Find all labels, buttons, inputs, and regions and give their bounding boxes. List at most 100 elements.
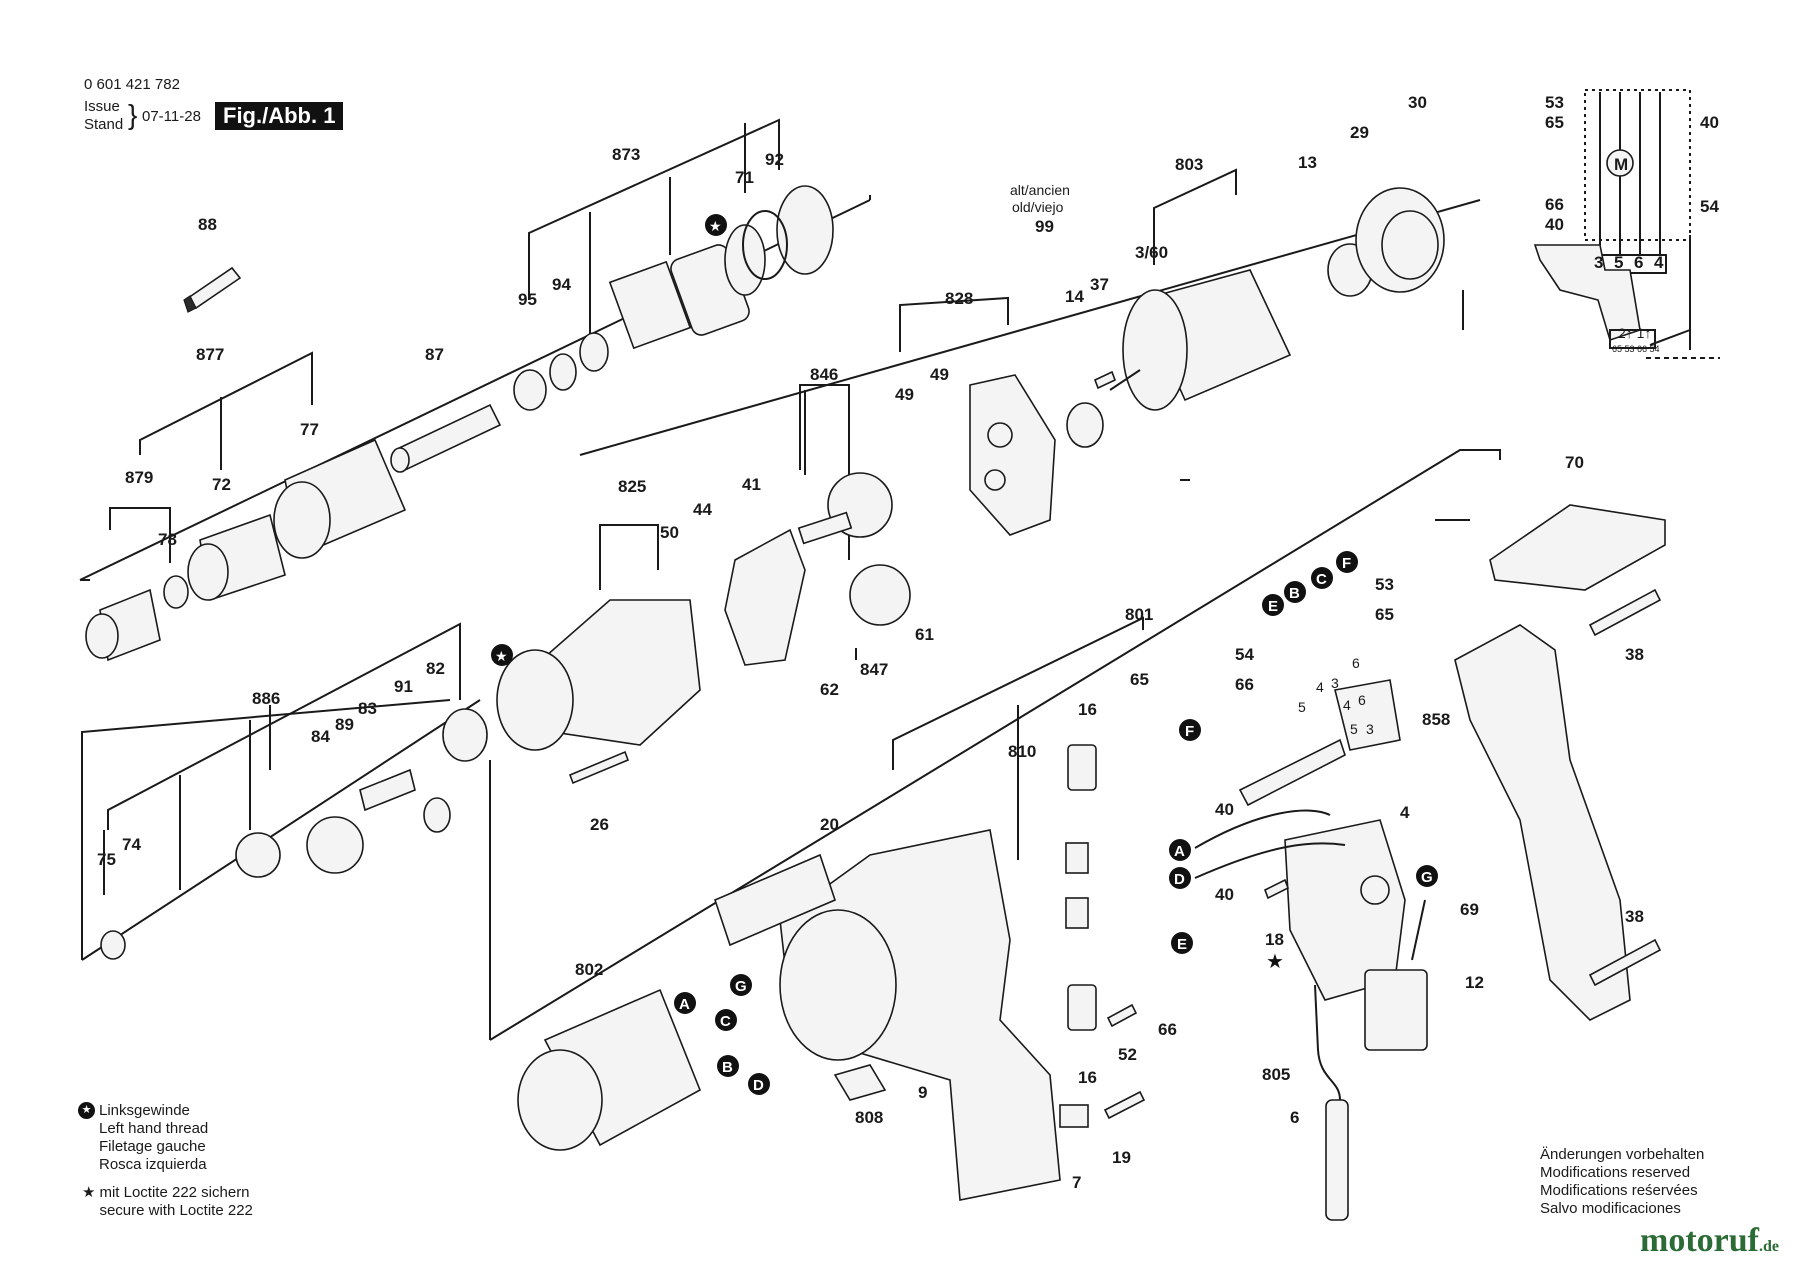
figure-label: Fig./Abb. 1 — [215, 102, 344, 130]
clip-7 — [1059, 1104, 1089, 1128]
wire-69 — [1411, 899, 1426, 961]
marker-g-2: G — [1416, 865, 1438, 887]
label-94: 94 — [552, 275, 571, 294]
label-40-diagram-bottom: 40 — [1545, 215, 1564, 234]
label-802: 802 — [575, 960, 603, 979]
note-de: Änderungen vorbehalten — [1540, 1146, 1705, 1163]
note-fr: Modifications reśervées — [1540, 1182, 1698, 1199]
screw-19 — [1103, 1090, 1146, 1120]
label-18: 18 — [1265, 930, 1284, 949]
wire-markers: A G C B D F E A D G E B C F — [674, 551, 1438, 1095]
label-66b: 66 — [1158, 1020, 1177, 1039]
spacer-95 — [513, 369, 547, 411]
label-77: 77 — [300, 420, 319, 439]
ring-92 — [776, 185, 834, 275]
label-41: 41 — [742, 475, 761, 494]
label-879: 879 — [125, 468, 153, 487]
label-40a: 40 — [1215, 800, 1234, 819]
screw-26 — [568, 750, 630, 785]
alt-label-line2: old/viejo — [1012, 199, 1064, 215]
label-26: 26 — [590, 815, 609, 834]
part-number: 0 601 421 782 — [84, 76, 180, 93]
marker-a-1: A — [674, 992, 696, 1014]
label-825: 825 — [618, 477, 646, 496]
label-74: 74 — [122, 835, 141, 854]
svg-text:C: C — [720, 1013, 731, 1030]
label-40b: 40 — [1215, 885, 1234, 904]
side-handle — [1454, 624, 1631, 1021]
label-877: 877 — [196, 345, 224, 364]
label-16a: 16 — [1078, 700, 1097, 719]
sleeve-77 — [273, 438, 407, 559]
label-terminal-6a: 6 — [1352, 655, 1360, 671]
legend-left-thread-es: Rosca izquierda — [99, 1156, 207, 1173]
marker-c-2: C — [1311, 567, 1333, 589]
legend-left-thread-de: Linksgewinde — [99, 1102, 190, 1119]
svg-text:A: A — [679, 996, 690, 1013]
svg-text:C: C — [1316, 571, 1327, 588]
marker-d-1: D — [748, 1073, 770, 1095]
wires-40 — [1194, 809, 1346, 879]
label-terminal-3b: 3 — [1366, 721, 1374, 737]
legend-loctite-de: mit Loctite 222 sichern — [99, 1184, 250, 1201]
svg-text:B: B — [1289, 585, 1300, 602]
label-99: 99 — [1035, 217, 1054, 236]
label-4: 4 — [1400, 803, 1410, 822]
label-3-60: 3/60 — [1135, 243, 1168, 262]
svg-text:A: A — [1174, 843, 1185, 860]
label-62: 62 — [820, 680, 839, 699]
label-808: 808 — [855, 1108, 883, 1127]
legend-left-thread-en: Left hand thread — [99, 1120, 209, 1137]
part-number-labels: 88 873 71 92 95 94 87 877 77 879 72 78 8… — [97, 93, 1719, 1192]
label-65b: 65 — [1375, 605, 1394, 624]
label-terminal-6b: 6 — [1358, 692, 1366, 708]
gears-846-847 — [797, 472, 911, 626]
plate-808 — [833, 1064, 887, 1101]
label-29: 29 — [1350, 123, 1369, 142]
label-84: 84 — [311, 727, 330, 746]
label-810: 810 — [1008, 742, 1036, 761]
label-37: 37 — [1090, 275, 1109, 294]
label-886: 886 — [252, 689, 280, 708]
label-805: 805 — [1262, 1065, 1290, 1084]
label-70: 70 — [1565, 453, 1584, 472]
label-terminal-4b: 4 — [1343, 697, 1351, 713]
label-801: 801 — [1125, 605, 1153, 624]
left-thread-legend: ★ Linksgewinde Left hand thread Filetage… — [78, 1102, 208, 1174]
terminal-6: 6 — [1634, 253, 1643, 272]
marker-a-2: A — [1169, 839, 1191, 861]
loctite-star-18: ★ — [1266, 951, 1284, 973]
label-846: 846 — [810, 365, 838, 384]
label-65-diagram: 65 — [1545, 113, 1564, 132]
left-thread-icon: ★ — [78, 1102, 95, 1119]
label-40-diagram-top: 40 — [1700, 113, 1719, 132]
bearing-holder-29 — [1355, 187, 1445, 293]
issue-bracket: } — [128, 99, 138, 130]
field-802 — [517, 988, 702, 1151]
label-66-diagram: 66 — [1545, 195, 1564, 214]
bearing-14 — [1066, 402, 1104, 448]
marker-b-1: B — [717, 1055, 739, 1077]
switch-858 — [1238, 679, 1401, 807]
motor-symbol: M — [1614, 155, 1628, 174]
screw-38-bottom — [1588, 938, 1662, 987]
wiring-schematic — [1533, 89, 1720, 359]
svg-text:E: E — [1268, 598, 1278, 615]
brush-parts — [1065, 744, 1097, 1031]
plate-20 — [714, 853, 836, 947]
label-44: 44 — [693, 500, 712, 519]
label-12: 12 — [1465, 973, 1484, 992]
issue-date: 07-11-28 — [142, 108, 201, 125]
terminal-3: 3 — [1594, 253, 1603, 272]
label-847: 847 — [860, 660, 888, 679]
issue-label: Issue Stand — [84, 98, 123, 134]
marker-e-1: E — [1171, 932, 1193, 954]
svg-text:D: D — [753, 1077, 764, 1094]
legend-loctite-en: secure with Loctite 222 — [99, 1202, 253, 1219]
label-54-diagram: 54 — [1700, 197, 1719, 216]
leader-lines — [103, 118, 1470, 895]
marker-d-2: D — [1169, 867, 1191, 889]
label-19: 19 — [1112, 1148, 1131, 1167]
label-50: 50 — [660, 523, 679, 542]
bearing-plate-828 — [969, 374, 1056, 536]
